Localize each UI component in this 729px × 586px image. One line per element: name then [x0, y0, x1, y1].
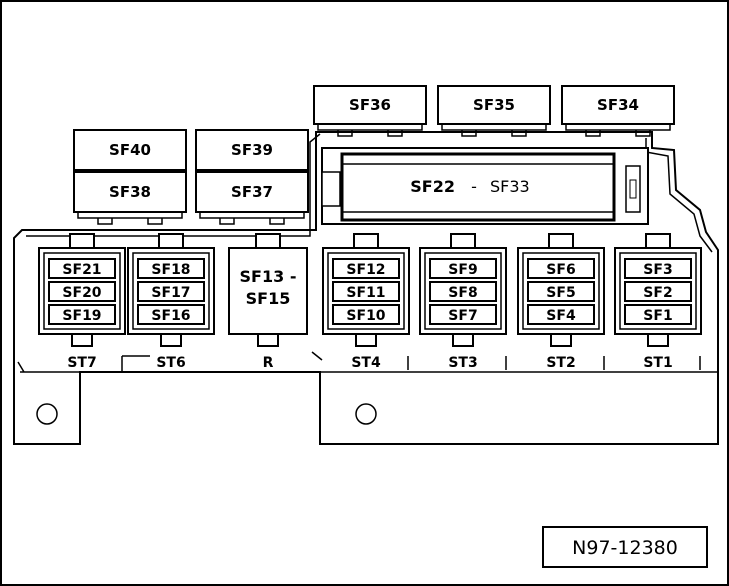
mounting-hole-left	[36, 403, 58, 425]
connector-st6-label: ST6	[156, 355, 185, 371]
relay-sf40-label: SF40	[109, 141, 151, 159]
fuse-sf7: SF7	[429, 304, 497, 325]
fuse-label: SF20	[62, 285, 101, 301]
fuse-box-housing	[13, 131, 719, 445]
fuse-label: SF11	[346, 285, 385, 301]
relay-sf38: SF38	[73, 171, 187, 225]
connector-st1-label: ST1	[643, 355, 672, 371]
connector-r: R	[228, 233, 308, 371]
fuse-label: SF19	[62, 308, 101, 324]
fuse-label: SF9	[448, 262, 477, 278]
relay-sf36-label: SF36	[349, 96, 391, 114]
connector-r-label: R	[263, 355, 274, 371]
fuse-label: SF6	[546, 262, 575, 278]
reference-number: N97-12380	[572, 537, 678, 559]
fuse-label: SF16	[151, 308, 190, 324]
relay-sf35: SF35	[437, 85, 551, 137]
connector-st3-label: ST3	[448, 355, 477, 371]
fuse-sf8: SF8	[429, 281, 497, 302]
fuse-label: SF5	[546, 285, 575, 301]
fuse-sf1: SF1	[624, 304, 692, 325]
fuse-label: SF1	[643, 308, 672, 324]
relay-sf37: SF37	[195, 171, 309, 225]
connector-st7-label: ST7	[67, 355, 96, 371]
relay-sf34: SF34	[561, 85, 675, 137]
fuse-label: SF8	[448, 285, 477, 301]
fuse-sf9: SF9	[429, 258, 497, 279]
mounting-hole-right	[355, 403, 377, 425]
fuse-sf5: SF5	[527, 281, 595, 302]
fuse-sf3: SF3	[624, 258, 692, 279]
fuse-sf4: SF4	[527, 304, 595, 325]
relay-sf36: SF36	[313, 85, 427, 137]
relay-r-label-line1: SF13 -	[240, 267, 297, 286]
fuse-sf17: SF17	[137, 281, 205, 302]
fuse-sf2: SF2	[624, 281, 692, 302]
fuse-label: SF10	[346, 308, 385, 324]
fuse-label: SF12	[346, 262, 385, 278]
fuse-sf20: SF20	[48, 281, 116, 302]
fuse-sf11: SF11	[332, 281, 400, 302]
relay-sf34-label: SF34	[597, 96, 639, 114]
fuse-label: SF7	[448, 308, 477, 324]
connector-st2-label: ST2	[546, 355, 575, 371]
relay-sf39-label: SF39	[231, 141, 273, 159]
relay-sf37-label: SF37	[231, 183, 273, 201]
housing-step-line	[17, 361, 718, 373]
relay-sf35-label: SF35	[473, 96, 515, 114]
relay-block-label-left: SF22	[410, 177, 455, 196]
fuse-label: SF3	[643, 262, 672, 278]
fuse-sf10: SF10	[332, 304, 400, 325]
fuse-label: SF2	[643, 285, 672, 301]
relay-sf38-label: SF38	[109, 183, 151, 201]
fuse-sf6: SF6	[527, 258, 595, 279]
fuse-sf18: SF18	[137, 258, 205, 279]
relay-r-label-line2: SF15	[246, 289, 291, 308]
fuse-sf21: SF21	[48, 258, 116, 279]
fuse-sf12: SF12	[332, 258, 400, 279]
relay-block-label-sep: -	[471, 177, 477, 196]
relay-block-sf22-sf33: SF22 - SF33	[321, 147, 649, 225]
label-separator-ticks	[121, 351, 701, 372]
fuse-label: SF17	[151, 285, 190, 301]
fuse-label: SF21	[62, 262, 101, 278]
fuse-sf19: SF19	[48, 304, 116, 325]
relay-block-label-right: SF33	[490, 177, 530, 196]
reference-box	[542, 526, 708, 568]
connector-st4-label: ST4	[351, 355, 381, 371]
fuse-sf16: SF16	[137, 304, 205, 325]
fuse-label: SF18	[151, 262, 190, 278]
top-relay-row: SF36 SF35 SF34	[313, 85, 675, 137]
fuse-label: SF4	[546, 308, 576, 324]
